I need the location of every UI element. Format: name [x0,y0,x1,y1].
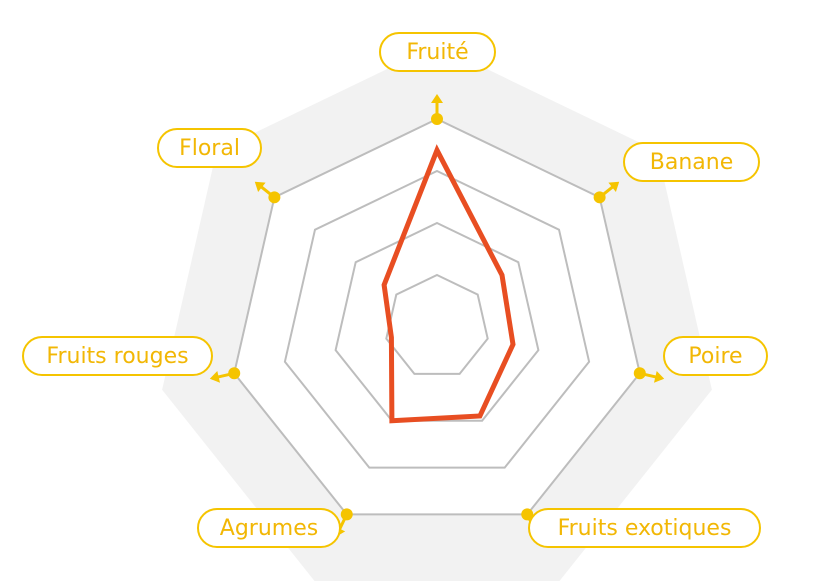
axis-label-floral[interactable]: Floral [157,128,262,168]
axis-label-fruits-exotiques[interactable]: Fruits exotiques [528,508,761,548]
axis-handle-dot [340,508,353,521]
axis-label-poire[interactable]: Poire [663,336,768,376]
axis-handle-5[interactable] [209,367,241,383]
axis-label-fruite[interactable]: Fruité [379,32,496,72]
series-polygon-0 [381,144,516,424]
axis-handle-0[interactable] [431,94,443,125]
axis-handle-arrow-head [608,181,620,192]
chart-grid [233,117,641,516]
axis-handle-dot [633,367,646,380]
axis-handle-1[interactable] [593,181,620,204]
grid-ring-inner-1 [385,273,489,375]
axis-handle-arrow-head [654,371,665,383]
chart-series [381,144,516,424]
axis-label-agrumes[interactable]: Agrumes [197,508,341,548]
grid-ring-4 [233,117,641,516]
axis-handle-arrow-head [209,371,220,383]
axis-handle-2[interactable] [633,367,665,383]
axis-handle-dot [431,113,443,125]
axis-label-banane[interactable]: Banane [623,142,760,182]
axis-handle-6[interactable] [254,181,281,204]
axis-handle-dot [268,191,281,204]
axis-handle-dot [593,191,606,204]
grid-ring-inner-3 [283,169,591,469]
axis-handle-arrow-head [254,181,266,192]
axis-handle-arrow-head [431,94,443,103]
axis-label-fruits-rouges[interactable]: Fruits rouges [22,336,213,376]
axis-handle-dot [228,367,241,380]
